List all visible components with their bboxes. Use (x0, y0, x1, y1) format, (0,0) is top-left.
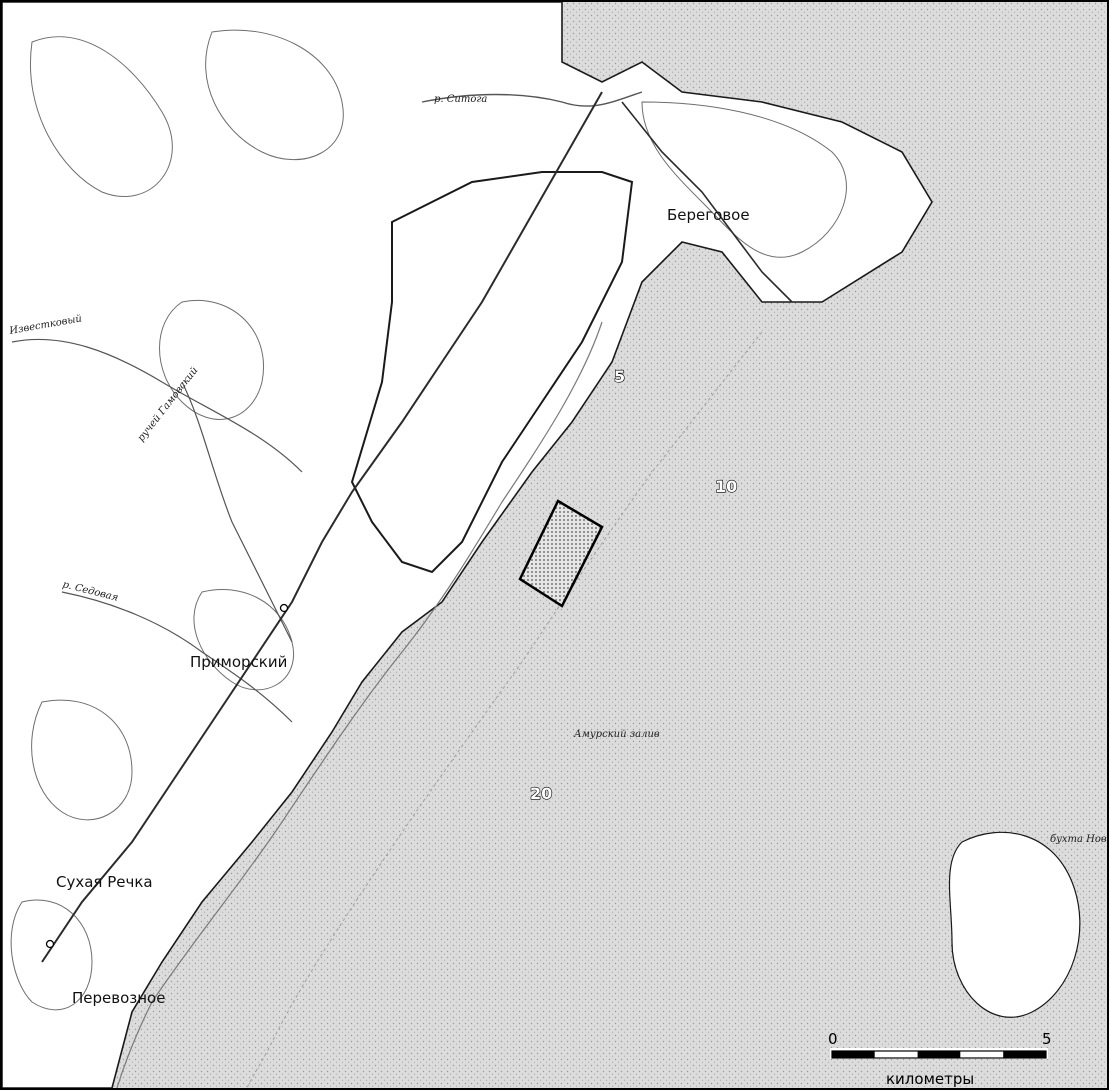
land-contour (159, 300, 264, 420)
label-river-sitoga: р. Ситога (434, 94, 487, 105)
land-contour (10, 899, 93, 1011)
isobath-label-10: 10 (715, 477, 737, 496)
road-line (621, 101, 793, 303)
label-primorsky: Приморский (190, 653, 287, 671)
scale-segment (832, 1051, 875, 1058)
settlement-marker-sukhaya-rechka (45, 939, 55, 949)
scale-bar: 0 5 километры (828, 1030, 1052, 1088)
land-contour (30, 36, 173, 197)
land-contour (31, 699, 133, 821)
spit-outline (350, 171, 634, 574)
label-bay-novik: бухта Новик (1050, 834, 1107, 845)
road-line (41, 91, 603, 963)
scale-bar-segments (832, 1051, 1046, 1058)
river-line (181, 381, 293, 643)
scale-segment (917, 1051, 961, 1058)
isobath-label-20: 20 (530, 784, 552, 803)
river-line (61, 591, 293, 723)
scale-unit-label: километры (886, 1070, 974, 1088)
isobath-label-5: 5 (614, 367, 625, 386)
land-contour (205, 29, 344, 161)
scale-end-label: 5 (1042, 1030, 1052, 1048)
scale-segment (1003, 1051, 1046, 1058)
river-sitoga-line (421, 91, 643, 107)
scale-start-label: 0 (828, 1030, 838, 1048)
label-beregovoe: Береговое (667, 206, 750, 224)
river-line (11, 338, 303, 473)
land-contour (948, 831, 1081, 1018)
study-area-box (518, 499, 604, 608)
label-sukhaya-rechka: Сухая Речка (56, 873, 153, 891)
settlement-marker-primorsky (279, 603, 289, 613)
land-contour (193, 588, 294, 691)
scale-segment (874, 1051, 918, 1058)
label-amur-bay: Амурский залив (573, 729, 660, 740)
isobath-5-line (116, 321, 603, 1088)
scale-segment (960, 1051, 1004, 1058)
isobath-20-line (246, 331, 763, 1088)
land-mass (2, 2, 933, 1088)
label-perevoznoe: Перевозное (72, 989, 165, 1007)
land-contour (641, 101, 847, 258)
